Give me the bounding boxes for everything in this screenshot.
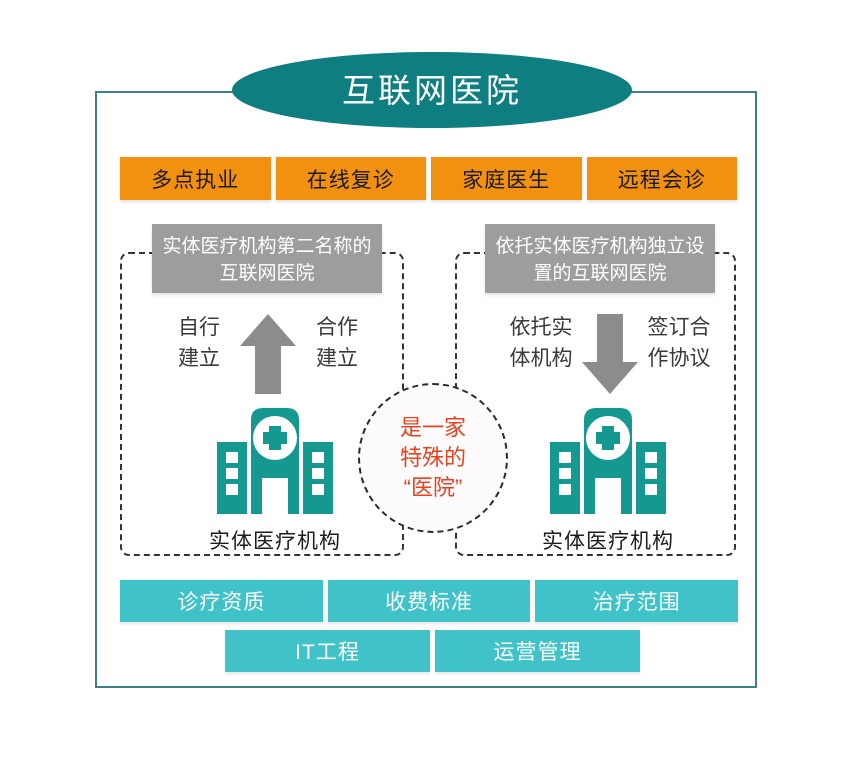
hospital-icon — [523, 404, 693, 519]
diagram-title-ellipse: 互联网医院 — [232, 52, 632, 128]
branch-right-arrow-group: 依托实 体机构 签订合 作协议 — [490, 312, 730, 400]
arrow-up-icon — [238, 312, 298, 396]
arrow-down-icon — [580, 312, 640, 396]
requirements-row-2: IT工程 运营管理 — [225, 630, 640, 672]
branch-left-arrow-label-right: 合作 建立 — [316, 316, 358, 370]
service-row: 多点执业 在线复诊 家庭医生 远程会诊 — [120, 157, 737, 200]
center-note-circle: 是一家 特殊的 “医院” — [358, 383, 508, 533]
branch-right-entity-label: 实体医疗机构 — [542, 530, 674, 553]
requirement-box-1[interactable]: 诊疗资质 — [120, 580, 323, 622]
requirement-box-3[interactable]: 治疗范围 — [535, 580, 739, 622]
center-note-text: 是一家 特殊的 “医院” — [399, 415, 466, 500]
requirement-box-4-label: IT工程 — [295, 641, 360, 664]
requirement-box-3-label: 治疗范围 — [592, 591, 681, 614]
branch-left-header-label: 实体医疗机构第二名称的互联网医院 — [162, 236, 372, 284]
service-box-1[interactable]: 多点执业 — [120, 157, 271, 200]
requirement-box-5-label: 运营管理 — [493, 641, 582, 664]
service-box-3-label: 家庭医生 — [462, 168, 551, 192]
branch-right-arrow-label-left: 依托实 体机构 — [509, 316, 573, 370]
branch-right-header[interactable]: 依托实体医疗机构独立设置的互联网医院 — [485, 224, 715, 293]
branch-right-arrow-label-right: 签订合 作协议 — [647, 316, 711, 370]
branch-left-header[interactable]: 实体医疗机构第二名称的互联网医院 — [152, 224, 382, 293]
requirement-box-2-label: 收费标准 — [385, 591, 473, 614]
hospital-icon — [190, 404, 360, 519]
page-title: 互联网医院 — [342, 71, 522, 109]
service-box-2[interactable]: 在线复诊 — [275, 157, 426, 200]
branch-right-entity: 实体医疗机构 — [523, 404, 693, 555]
service-box-1-label: 多点执业 — [151, 168, 240, 192]
service-box-2-label: 在线复诊 — [306, 168, 395, 192]
branch-left-arrow-label-left: 自行 建立 — [178, 316, 220, 370]
requirements-row-1: 诊疗资质 收费标准 治疗范围 — [120, 580, 739, 622]
branch-right-header-label: 依托实体医疗机构独立设置的互联网医院 — [495, 236, 705, 284]
branch-left-entity: 实体医疗机构 — [190, 404, 360, 555]
requirement-box-5[interactable]: 运营管理 — [435, 630, 640, 672]
requirement-box-4[interactable]: IT工程 — [225, 630, 430, 672]
branch-left-entity-label: 实体医疗机构 — [209, 530, 341, 553]
service-box-4[interactable]: 远程会诊 — [586, 157, 737, 200]
branch-left-arrow-group: 自行 建立 合作 建立 — [148, 312, 388, 400]
service-box-4-label: 远程会诊 — [617, 168, 706, 192]
requirement-box-2[interactable]: 收费标准 — [327, 580, 531, 622]
requirement-box-1-label: 诊疗资质 — [177, 591, 266, 614]
service-box-3[interactable]: 家庭医生 — [431, 157, 582, 200]
